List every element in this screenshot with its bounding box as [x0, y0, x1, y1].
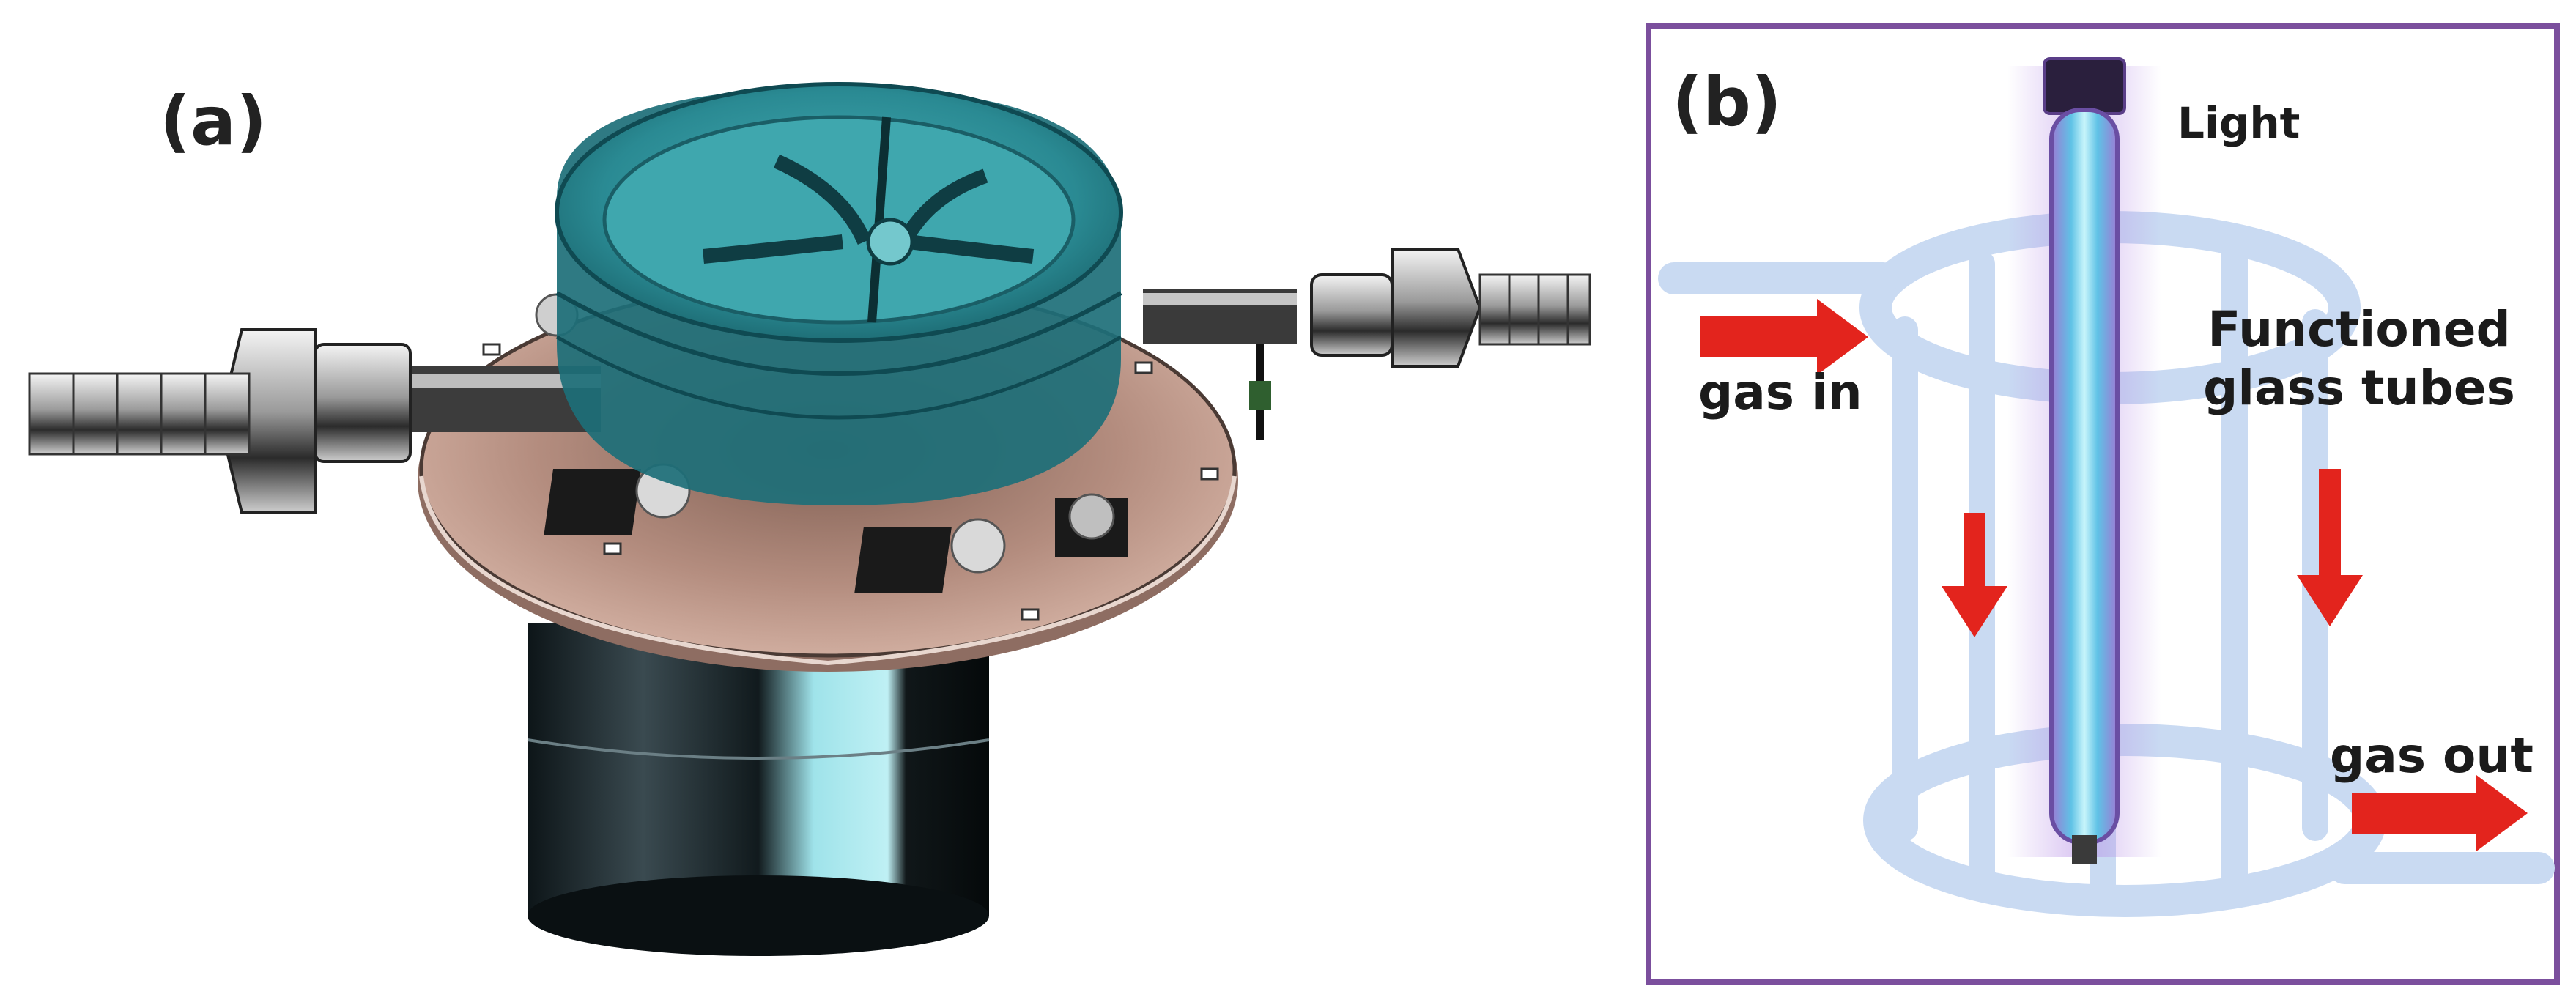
reactor-cylinder — [527, 623, 990, 956]
gas-in-label: gas in — [1698, 364, 1862, 420]
light-label: Light — [2177, 98, 2301, 148]
led-modules — [535, 293, 1128, 593]
reactor-housing — [555, 82, 1123, 505]
reactor-illustration — [28, 82, 1591, 956]
gas-out-label: gas out — [2330, 727, 2534, 784]
flow-arrows — [1700, 299, 2528, 851]
uv-lamp — [2007, 57, 2161, 864]
panel-a-label: (a) — [160, 82, 267, 160]
functioned-glass-tubes-label: Functioned glass tubes — [2187, 300, 2531, 418]
panel-b-label: (b) — [1672, 63, 1782, 141]
gas-outlet-fitting — [1143, 248, 1591, 440]
arrow-down-right — [2297, 469, 2363, 626]
panel-b — [1646, 23, 2560, 985]
arrow-gas-out — [2352, 775, 2528, 851]
functioned-line-2: glass tubes — [2203, 360, 2515, 416]
arrow-gas-in — [1700, 299, 1868, 375]
arrow-down-left — [1942, 513, 2007, 637]
functioned-line-1: Functioned — [2207, 301, 2511, 357]
